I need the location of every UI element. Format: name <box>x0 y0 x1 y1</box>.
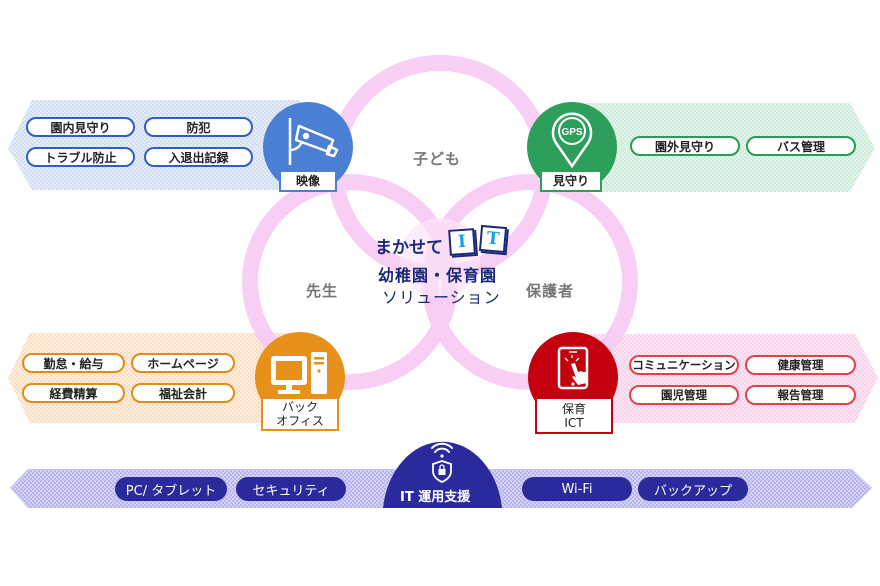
watch-item-outside-watch[interactable]: 園外見守り <box>630 136 740 156</box>
wifi-icon <box>431 442 453 458</box>
gps-pin-icon: GPS <box>551 112 593 169</box>
watch-circle <box>527 102 617 192</box>
it-support-label: IT 運用支援 <box>400 490 471 505</box>
video-circle <box>263 102 353 192</box>
video-item-entry-exit-log[interactable]: 入退出記録 <box>144 147 253 167</box>
backoffice-label-line2: オフィス <box>276 414 324 428</box>
desktop-computer-icon <box>271 352 327 394</box>
backoffice-item-expense[interactable]: 経費精算 <box>22 383 125 403</box>
video-item-crime-prevention[interactable]: 防犯 <box>144 117 253 137</box>
ict-item-communication[interactable]: コミュニケーション <box>629 355 739 375</box>
svg-text:GPS: GPS <box>561 127 582 138</box>
ict-item-report-management[interactable]: 報告管理 <box>745 385 856 405</box>
backoffice-item-attendance-payroll[interactable]: 勤怠・給与 <box>22 353 125 373</box>
video-label: 映像 <box>279 170 337 192</box>
watch-item-bus-management[interactable]: バス管理 <box>746 136 856 156</box>
backoffice-label: バック オフィス <box>261 397 339 431</box>
it-item-pc-tablet[interactable]: PC/ タブレット <box>115 477 227 501</box>
childcare-ict-label: 保育 ICT <box>535 397 613 434</box>
video-banner <box>8 100 300 190</box>
stakeholder-children: 子ども <box>413 150 462 168</box>
center-title-line3: ソリューション <box>382 288 501 307</box>
ict-item-child-management[interactable]: 園児管理 <box>629 385 739 405</box>
watch-label-text: 見守り <box>552 174 589 188</box>
it-item-wifi[interactable]: Wi-Fi <box>522 477 632 501</box>
it-item-security[interactable]: セキュリティ <box>236 477 346 501</box>
security-camera-icon <box>288 118 339 165</box>
watch-label: 見守り <box>540 170 602 192</box>
center-title-line1: まかせて <box>375 238 443 258</box>
childcare-ict-label-line2: ICT <box>564 415 584 430</box>
shield-lock-icon <box>432 460 452 483</box>
video-item-in-facility-watch[interactable]: 園内見守り <box>26 117 135 137</box>
video-item-trouble-prevention[interactable]: トラブル防止 <box>26 147 135 167</box>
it-block-t: T <box>478 224 508 254</box>
ict-item-health-management[interactable]: 健康管理 <box>745 355 856 375</box>
center-title-line2: 幼稚園・保育園 <box>378 266 498 285</box>
it-block-i: I <box>448 228 476 256</box>
backoffice-item-welfare-accounting[interactable]: 福祉会計 <box>131 383 235 403</box>
childcare-ict-label-line1: 保育 <box>561 401 586 416</box>
backoffice-item-homepage[interactable]: ホームページ <box>131 353 235 373</box>
it-item-backup[interactable]: バックアップ <box>638 477 748 501</box>
stakeholder-parents: 保護者 <box>526 282 575 300</box>
stakeholder-teachers: 先生 <box>306 282 339 300</box>
tablet-touch-icon <box>557 346 589 390</box>
video-label-text: 映像 <box>295 174 320 188</box>
backoffice-label-line1: バック <box>281 400 318 414</box>
